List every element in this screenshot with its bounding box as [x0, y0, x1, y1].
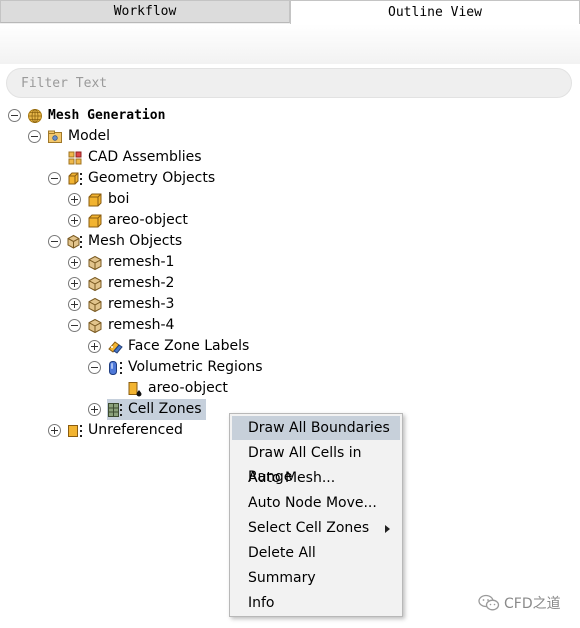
- expand-toggle[interactable]: [68, 214, 81, 227]
- expand-toggle[interactable]: [68, 277, 81, 290]
- tree-node-unreferenced[interactable]: Unreferenced: [48, 420, 183, 441]
- collapse-toggle[interactable]: [88, 361, 101, 374]
- tree-node-face-zone-labels[interactable]: Face Zone Labels: [88, 336, 249, 357]
- tree-node-cell-zones[interactable]: Cell Zones: [88, 399, 206, 420]
- tree-label: remesh-4: [108, 317, 175, 333]
- cad-assemblies-icon: [68, 151, 82, 164]
- tree-label: Mesh Generation: [48, 108, 166, 123]
- expand-toggle[interactable]: [88, 403, 101, 416]
- tree-node-volumetric-regions[interactable]: Volumetric Regions: [88, 357, 263, 378]
- unreferenced-icon: [68, 424, 82, 437]
- expand-toggle[interactable]: [68, 256, 81, 269]
- mesh-object-icon: [88, 255, 102, 270]
- cell-zones-icon: [108, 402, 122, 417]
- menu-item-draw-all-cells-in-range[interactable]: Draw All Cells in Range: [248, 445, 362, 485]
- submenu-arrow-icon: [385, 525, 390, 533]
- tree-label: Unreferenced: [88, 422, 183, 438]
- tree-label: Volumetric Regions: [128, 359, 263, 375]
- tree-node-model[interactable]: Model: [28, 126, 110, 147]
- tab-bar: Workflow Outline View: [0, 0, 580, 24]
- tab-workflow[interactable]: Workflow: [0, 0, 290, 23]
- tree-label: Cell Zones: [128, 401, 202, 417]
- tree-label: remesh-1: [108, 254, 175, 270]
- face-zone-labels-icon: [108, 340, 123, 354]
- tree-node-remesh-1[interactable]: remesh-1: [68, 252, 174, 273]
- volumetric-regions-icon: [109, 360, 122, 375]
- collapse-toggle[interactable]: [8, 109, 21, 122]
- globe-icon: [28, 108, 42, 123]
- menu-item-select-cell-zones[interactable]: Select Cell Zones: [232, 516, 400, 540]
- mesh-objects-icon: [67, 234, 82, 249]
- watermark: CFD之道: [478, 593, 561, 613]
- menu-item-label: Select Cell Zones: [248, 520, 370, 536]
- tree-node-mesh-generation[interactable]: Mesh Generation: [8, 105, 165, 126]
- tree-label: Model: [68, 128, 111, 144]
- watermark-text: CFD之道: [504, 596, 561, 612]
- collapse-toggle[interactable]: [48, 235, 61, 248]
- toolbar-band: [0, 24, 580, 64]
- tree-node-cad-assemblies[interactable]: CAD Assemblies: [67, 147, 202, 168]
- mesh-object-icon: [88, 318, 102, 333]
- menu-item-auto-node-move[interactable]: Auto Node Move...: [248, 495, 377, 511]
- menu-item-info[interactable]: Info: [248, 595, 275, 611]
- selected-node-highlight: Cell Zones: [107, 399, 206, 420]
- expand-toggle[interactable]: [68, 193, 81, 206]
- filter-text-input[interactable]: [6, 68, 572, 98]
- tree-label: Face Zone Labels: [128, 338, 250, 354]
- context-menu: Draw All Boundaries Draw All Cells in Ra…: [229, 413, 403, 617]
- tree-label: remesh-2: [108, 275, 175, 291]
- wechat-icon: [478, 594, 500, 611]
- tree-node-boi[interactable]: boi: [68, 189, 129, 210]
- tree-label: Mesh Objects: [88, 233, 183, 249]
- tree-node-remesh-3[interactable]: remesh-3: [68, 294, 174, 315]
- menu-item-auto-mesh[interactable]: Auto Mesh...: [248, 470, 336, 486]
- tree-node-remesh-2[interactable]: remesh-2: [68, 273, 174, 294]
- menu-item-draw-all-boundaries[interactable]: Draw All Boundaries: [232, 416, 400, 440]
- collapse-toggle[interactable]: [68, 319, 81, 332]
- model-folder-icon: [48, 130, 62, 143]
- tree-node-geometry-objects[interactable]: Geometry Objects: [48, 168, 215, 189]
- tree-label: boi: [108, 191, 130, 207]
- tree-node-areo-object-region[interactable]: areo-object: [127, 378, 228, 399]
- expand-toggle[interactable]: [88, 340, 101, 353]
- collapse-toggle[interactable]: [28, 130, 41, 143]
- expand-toggle[interactable]: [48, 424, 61, 437]
- tree-label: remesh-3: [108, 296, 175, 312]
- tree-node-areo-object-geometry[interactable]: areo-object: [68, 210, 188, 231]
- box-icon: [88, 214, 102, 227]
- tree-label: CAD Assemblies: [88, 149, 202, 165]
- tab-outline-view[interactable]: Outline View: [290, 0, 580, 24]
- tree-label: areo-object: [148, 380, 228, 396]
- expand-toggle[interactable]: [68, 298, 81, 311]
- menu-item-delete-all[interactable]: Delete All: [248, 545, 316, 561]
- region-object-icon: [128, 381, 142, 396]
- mesh-object-icon: [88, 297, 102, 312]
- tree-label: Geometry Objects: [88, 170, 216, 186]
- box-icon: [88, 193, 102, 206]
- geometry-objects-icon: [68, 172, 82, 185]
- tree-node-mesh-objects[interactable]: Mesh Objects: [48, 231, 182, 252]
- collapse-toggle[interactable]: [48, 172, 61, 185]
- mesh-object-icon: [88, 276, 102, 291]
- tree-label: areo-object: [108, 212, 188, 228]
- tree-node-remesh-4[interactable]: remesh-4: [68, 315, 174, 336]
- menu-item-summary[interactable]: Summary: [248, 570, 316, 586]
